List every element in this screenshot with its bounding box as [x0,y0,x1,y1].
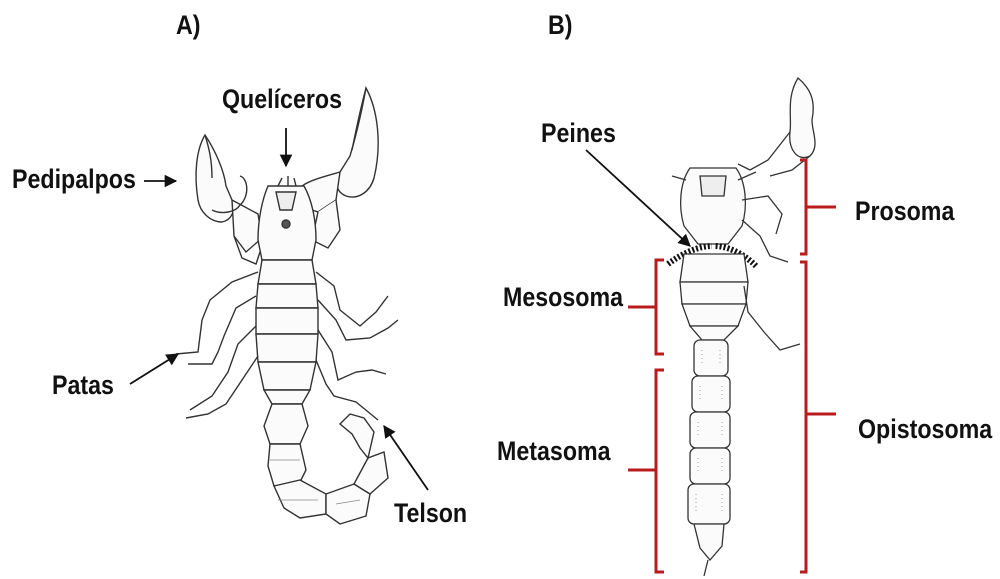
arrow-telson [384,426,428,490]
scorpion-b-drawing [668,78,815,576]
arrow-patas [130,354,178,384]
bracket-mesosoma [656,260,664,354]
bracket-prosoma [800,160,806,254]
arrow-peines [586,150,690,246]
bracket-metasoma [656,370,664,572]
scorpion-a-drawing [176,88,398,524]
bracket-opistosoma [800,262,806,572]
